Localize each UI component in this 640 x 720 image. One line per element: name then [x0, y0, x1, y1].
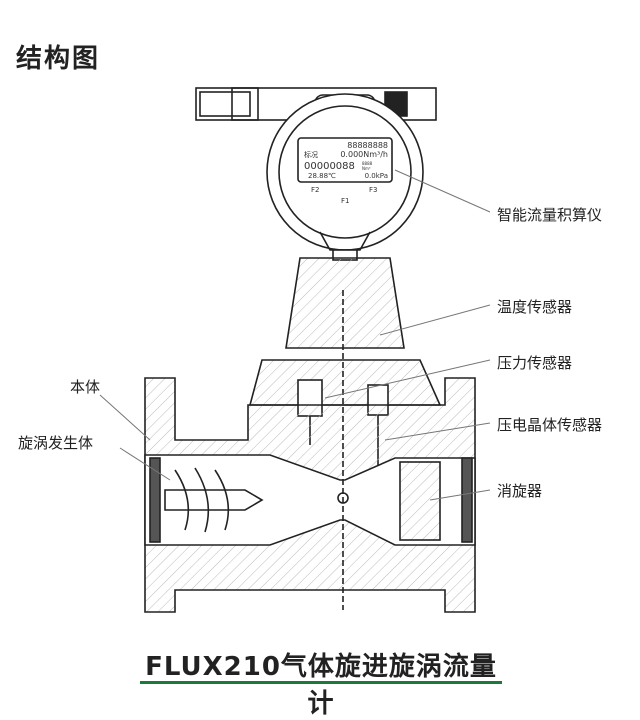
label-pressure-sensor: 压力传感器 [497, 354, 573, 372]
page-title: 结构图 [16, 44, 101, 74]
label-body: 本体 [70, 378, 101, 396]
display-temperature: 28.88℃ [308, 172, 336, 180]
display-small-unit: Nm³ [362, 166, 371, 171]
label-swirl-generator: 旋涡发生体 [18, 434, 94, 452]
button-f2[interactable]: F2 [311, 186, 319, 194]
label-temperature-sensor: 温度传感器 [497, 298, 573, 316]
display-small-digits: 8888 [362, 161, 373, 166]
display-flow-rate: 0.000Nm³/h [340, 150, 388, 159]
display-mode-label: 标况 [304, 150, 318, 159]
swirl-generator [149, 457, 264, 543]
flowmeter-structure-diagram: 88888888 标况 0.000Nm³/h 00000088 8888 Nm³… [99, 87, 491, 613]
label-deswirler: 消旋器 [497, 482, 543, 500]
title-underline [140, 681, 502, 684]
display-top-digits: 88888888 [347, 141, 388, 150]
leader-lines [99, 169, 491, 501]
button-f3[interactable]: F3 [369, 186, 377, 194]
label-totalizer: 智能流量积算仪 [497, 206, 603, 224]
display-total: 00000088 [304, 161, 355, 172]
button-f1[interactable]: F1 [341, 197, 349, 205]
label-piezo-sensor: 压电晶体传感器 [497, 416, 603, 434]
deswirler [399, 457, 473, 543]
display-pressure: 0.0kPa [365, 172, 388, 180]
totalizer-head [266, 93, 424, 251]
